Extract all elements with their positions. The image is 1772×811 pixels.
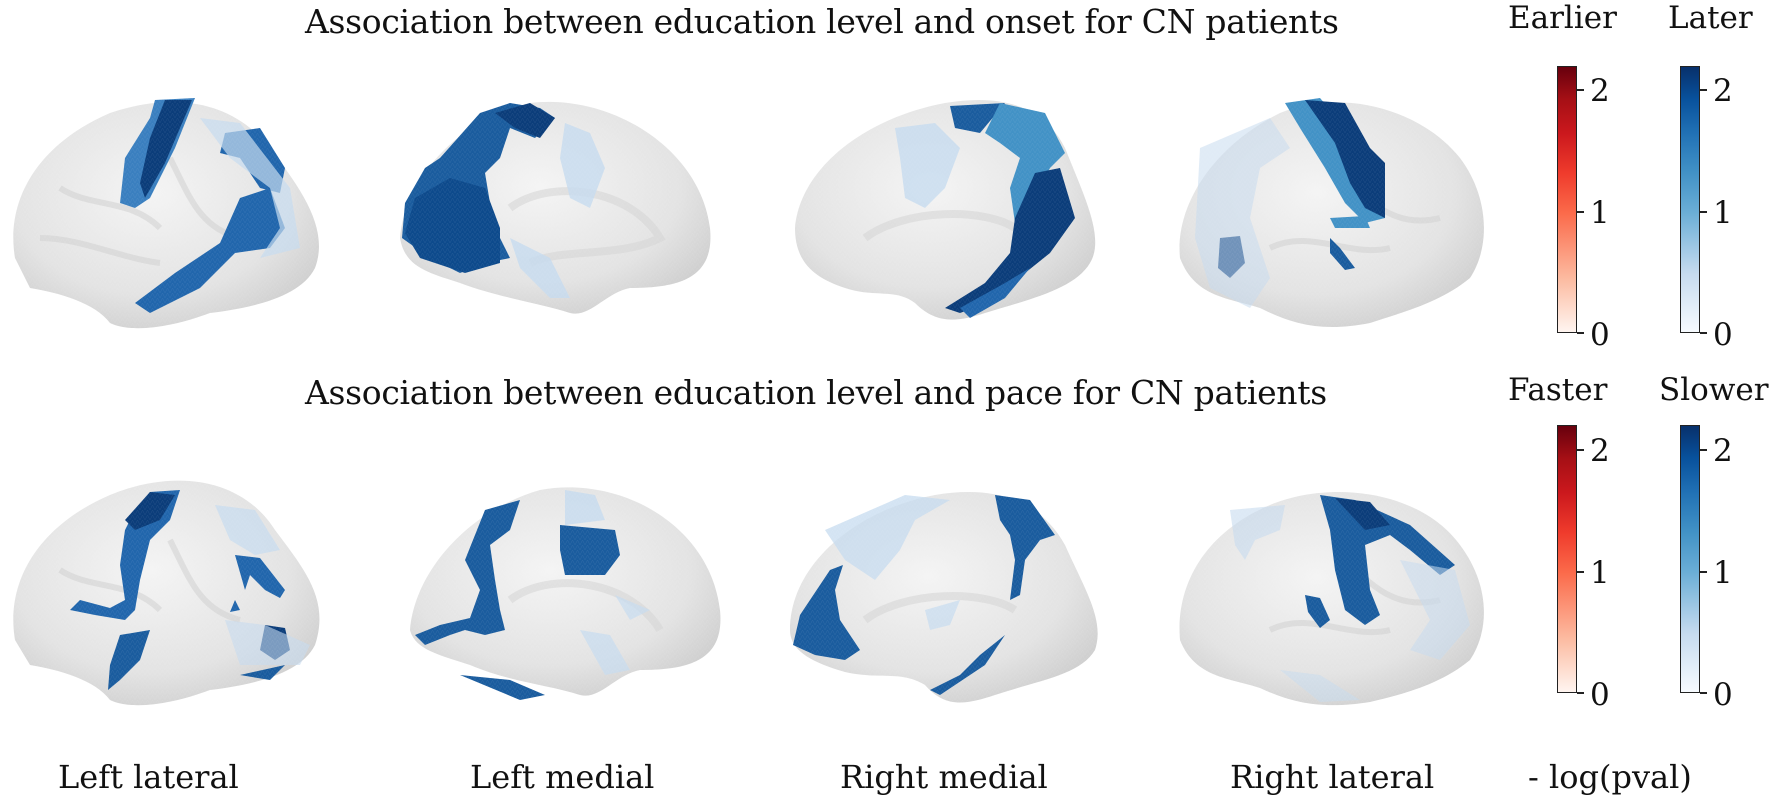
colorbar-slower [1680, 425, 1700, 693]
colorbar-label-later: Later [1668, 0, 1753, 36]
tick-mark [1577, 571, 1584, 573]
view-label-left-lateral: Left lateral [58, 758, 239, 796]
tick-mark [1700, 211, 1707, 213]
tick-mark [1700, 332, 1707, 334]
brain-row2-left-medial [390, 450, 730, 720]
tick-mark [1577, 692, 1584, 694]
tick-mark [1577, 332, 1584, 334]
tick-label: 2 [1590, 73, 1610, 109]
brain-row2-right-lateral [1170, 450, 1490, 720]
tick-label: 2 [1713, 433, 1733, 469]
tick-label: 1 [1713, 195, 1733, 231]
tick-label: 0 [1590, 677, 1610, 713]
colorbar-label-slower: Slower [1659, 372, 1769, 408]
colorbar-label-faster: Faster [1508, 372, 1608, 408]
colorbar-later [1680, 66, 1700, 333]
tick-mark [1700, 89, 1707, 91]
brain-row2-left-lateral [0, 450, 330, 720]
view-label-left-medial: Left medial [470, 758, 655, 796]
row1-title: Association between education level and … [305, 2, 1339, 41]
tick-label: 1 [1590, 195, 1610, 231]
tick-mark [1700, 449, 1707, 451]
brain-row1-right-medial [785, 88, 1105, 348]
colorbar-faster [1557, 425, 1577, 693]
tick-label: 1 [1590, 555, 1610, 591]
tick-mark [1700, 692, 1707, 694]
tick-mark [1577, 449, 1584, 451]
tick-label: 2 [1713, 73, 1733, 109]
tick-mark [1700, 571, 1707, 573]
brain-row1-left-lateral [0, 88, 330, 348]
colorbar-label-earlier: Earlier [1508, 0, 1617, 36]
tick-label: 2 [1590, 433, 1610, 469]
tick-label: 0 [1713, 317, 1733, 353]
brain-row1-left-medial [390, 88, 730, 348]
brain-row2-right-medial [785, 450, 1105, 720]
tick-label: 0 [1590, 317, 1610, 353]
view-label-right-medial: Right medial [840, 758, 1048, 796]
row2-title: Association between education level and … [305, 373, 1327, 412]
tick-mark [1577, 211, 1584, 213]
tick-label: 0 [1713, 677, 1733, 713]
brain-row1-right-lateral [1170, 88, 1490, 348]
colorbar-earlier [1557, 66, 1577, 333]
colorbar-axis-label: - log(pval) [1528, 758, 1692, 796]
view-label-right-lateral: Right lateral [1230, 758, 1435, 796]
tick-label: 1 [1713, 555, 1733, 591]
tick-mark [1577, 89, 1584, 91]
